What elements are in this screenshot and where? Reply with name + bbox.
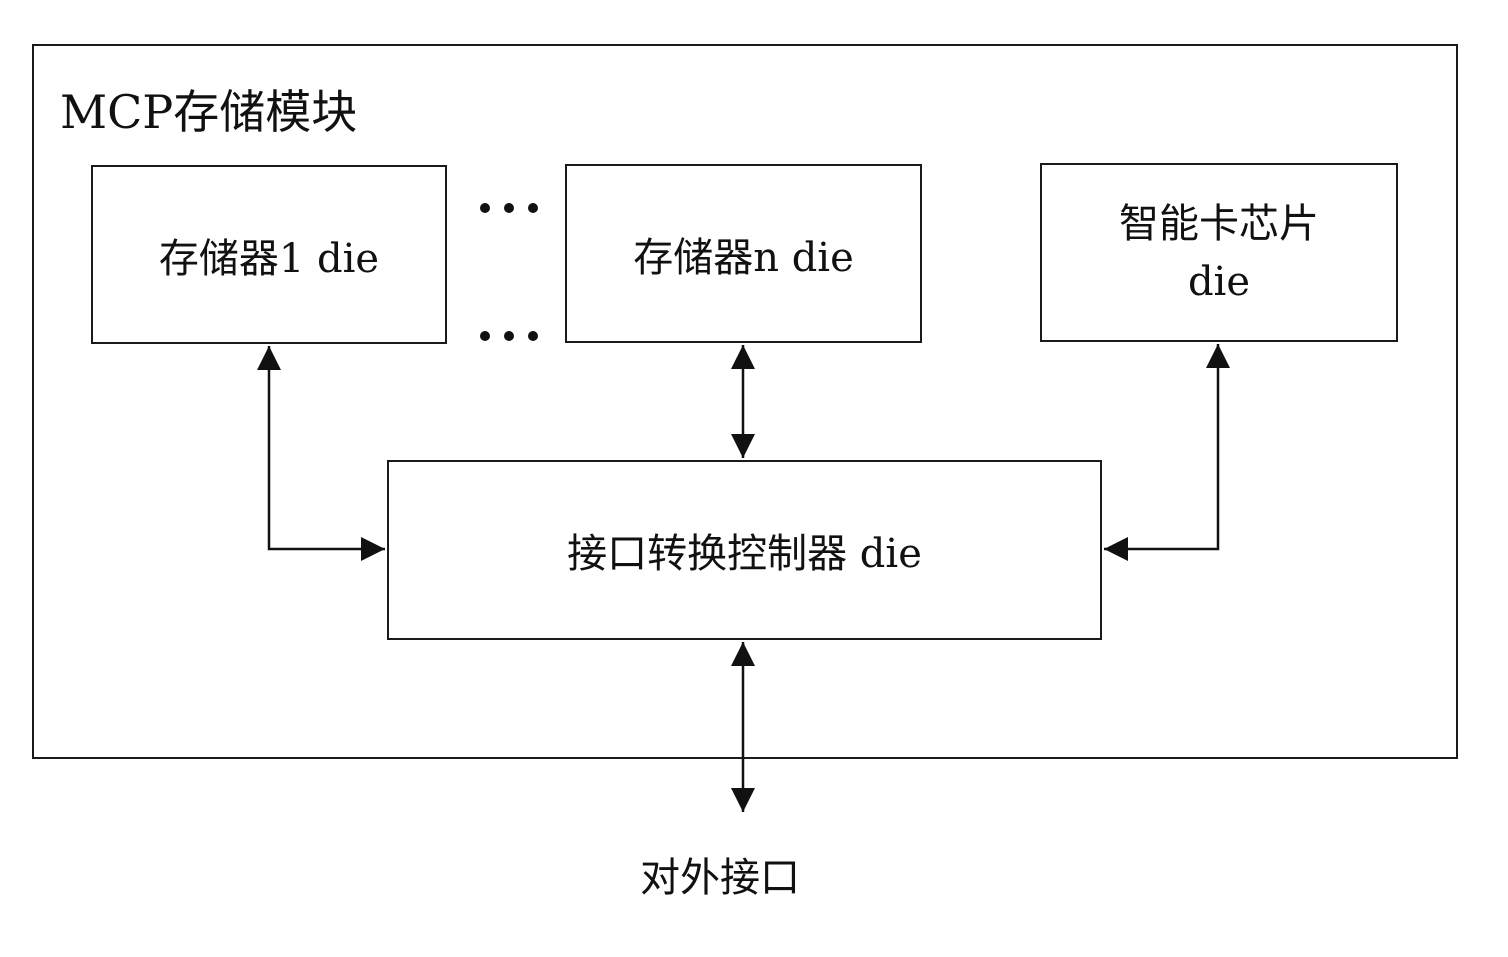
ellipsis-dot — [504, 203, 514, 213]
memory-n-die-label: 存储器n die — [633, 234, 854, 281]
interface-controller-label: 接口转换控制器 die — [567, 531, 922, 577]
ellipsis-dot — [504, 331, 514, 341]
memory-1-controller-connector — [257, 346, 385, 561]
interface-controller-die-box: 接口转换控制器 die — [387, 460, 1102, 640]
ellipsis-dot — [480, 331, 490, 341]
module-title: MCP存储模块 — [60, 85, 358, 139]
smartcard-controller-connector — [1104, 344, 1230, 561]
external-interface-label: 对外接口 — [640, 855, 800, 901]
ellipsis-dot — [480, 203, 490, 213]
smartcard-chip-die-box: 智能卡芯片 die — [1040, 163, 1398, 342]
smartcard-chip-label: 智能卡芯片 — [1119, 200, 1319, 247]
ellipsis-top — [480, 203, 538, 213]
ellipsis-dot — [528, 331, 538, 341]
memory-1-die-label: 存储器1 die — [158, 235, 380, 282]
ellipsis-dot — [528, 203, 538, 213]
ellipsis-bottom — [480, 331, 538, 341]
memory-n-die-box: 存储器n die — [565, 164, 922, 343]
smartcard-die-label: die — [1187, 258, 1251, 305]
memory-1-die-box: 存储器1 die — [91, 165, 447, 344]
